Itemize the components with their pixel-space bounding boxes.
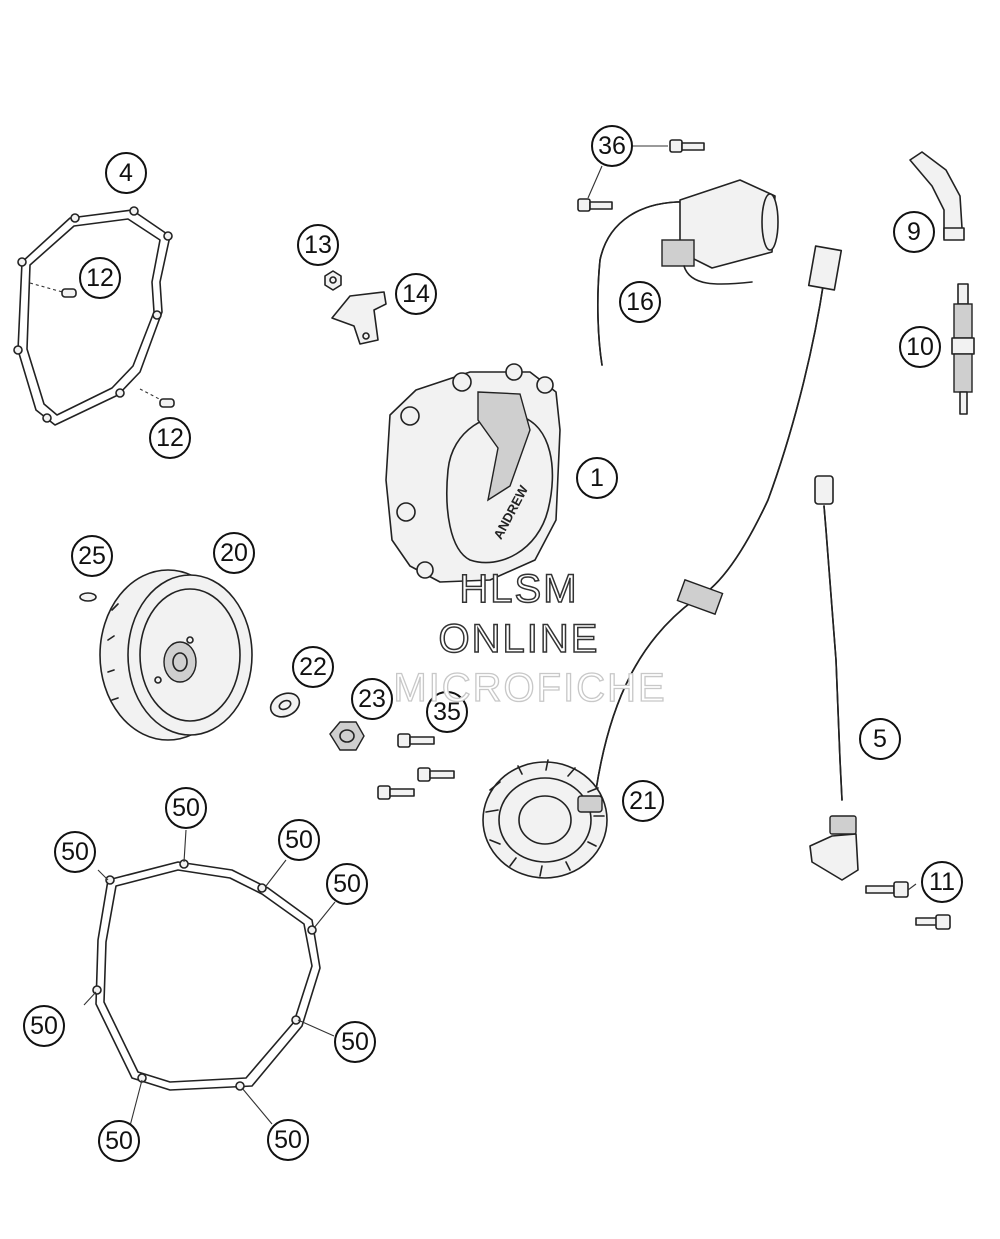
svg-text:50: 50 bbox=[61, 838, 89, 866]
callout-35: 35 bbox=[426, 691, 468, 733]
spark-plug-part-10 bbox=[951, 283, 975, 415]
pickup-cable-part-5 bbox=[809, 475, 859, 881]
callout-50-top: 50 bbox=[165, 787, 207, 829]
washer-part-22 bbox=[269, 692, 301, 718]
callout-21: 21 bbox=[622, 780, 664, 822]
svg-text:4: 4 bbox=[119, 159, 133, 187]
callout-16: 16 bbox=[619, 281, 661, 323]
svg-text:10: 10 bbox=[906, 333, 934, 361]
leader-lines bbox=[83, 145, 917, 1127]
svg-text:20: 20 bbox=[220, 539, 248, 567]
callout-14: 14 bbox=[395, 273, 437, 315]
watermark-line-2: ONLINE bbox=[439, 617, 600, 661]
svg-text:1: 1 bbox=[590, 464, 604, 492]
watermark-line-3: MICROFICHE bbox=[393, 666, 666, 710]
callout-5: 5 bbox=[859, 718, 901, 760]
callout-12-upper: 12 bbox=[79, 257, 121, 299]
stator-screw-part-35-c bbox=[377, 785, 415, 800]
screw-part-36-right bbox=[669, 139, 705, 153]
callout-4: 4 bbox=[105, 152, 147, 194]
svg-text:50: 50 bbox=[333, 870, 361, 898]
svg-text:50: 50 bbox=[341, 1028, 369, 1056]
svg-text:50: 50 bbox=[274, 1126, 302, 1154]
svg-text:22: 22 bbox=[299, 653, 327, 681]
pickup-screw-part-11-a bbox=[865, 881, 909, 898]
callout-9: 9 bbox=[893, 211, 935, 253]
stator-part-21 bbox=[482, 759, 608, 879]
callout-1: 1 bbox=[576, 457, 618, 499]
svg-text:12: 12 bbox=[86, 264, 114, 292]
cover-gasket-bottom bbox=[92, 859, 321, 1091]
nut-part-13 bbox=[324, 270, 342, 291]
svg-text:14: 14 bbox=[402, 280, 430, 308]
callout-25: 25 bbox=[71, 535, 113, 577]
svg-text:23: 23 bbox=[358, 685, 386, 713]
callout-50-right-lower: 50 bbox=[334, 1021, 376, 1063]
svg-text:50: 50 bbox=[30, 1012, 58, 1040]
watermark: HLSM ONLINE MICROFICHE bbox=[393, 566, 666, 710]
svg-text:13: 13 bbox=[304, 231, 332, 259]
pickup-screw-part-11-b bbox=[915, 914, 951, 930]
callout-13: 13 bbox=[297, 224, 339, 266]
callout-50-left: 50 bbox=[23, 1005, 65, 1047]
dowel-pin-part-12-upper bbox=[29, 282, 77, 298]
callout-50-bottom-right: 50 bbox=[267, 1119, 309, 1161]
ignition-coil-part-16 bbox=[597, 179, 779, 366]
callout-11: 11 bbox=[921, 861, 963, 903]
callout-50-bottom-left: 50 bbox=[98, 1120, 140, 1162]
woodruff-key-part-25 bbox=[79, 592, 97, 602]
ignition-cover-gasket-part-4 bbox=[13, 206, 173, 426]
callout-12-lower: 12 bbox=[149, 417, 191, 459]
cable-bracket-part-14 bbox=[331, 291, 387, 345]
stator-screw-part-35-b bbox=[417, 767, 455, 782]
svg-text:25: 25 bbox=[78, 542, 106, 570]
svg-text:21: 21 bbox=[629, 787, 657, 815]
dowel-pin-part-12-lower bbox=[139, 388, 175, 408]
svg-text:5: 5 bbox=[873, 725, 887, 753]
callout-50-top-right: 50 bbox=[278, 819, 320, 861]
flywheel-nut-part-23 bbox=[329, 721, 365, 751]
svg-text:16: 16 bbox=[626, 288, 654, 316]
svg-text:35: 35 bbox=[433, 698, 461, 726]
svg-text:12: 12 bbox=[156, 424, 184, 452]
svg-text:11: 11 bbox=[929, 868, 955, 896]
svg-text:50: 50 bbox=[172, 794, 200, 822]
callout-50-right-upper: 50 bbox=[326, 863, 368, 905]
callout-10: 10 bbox=[899, 326, 941, 368]
svg-text:9: 9 bbox=[907, 218, 921, 246]
watermark-line-1: HLSM bbox=[459, 567, 578, 611]
svg-text:36: 36 bbox=[598, 132, 626, 160]
callout-36: 36 bbox=[591, 125, 633, 167]
stator-cable bbox=[595, 245, 843, 791]
svg-text:50: 50 bbox=[285, 826, 313, 854]
flywheel-part-20 bbox=[99, 569, 253, 741]
stator-screw-part-35-a bbox=[397, 733, 435, 748]
svg-text:50: 50 bbox=[105, 1127, 133, 1155]
ignition-cover-part-1: ANDREW bbox=[385, 363, 561, 583]
spark-plug-cap-part-9 bbox=[909, 151, 965, 241]
callout-23: 23 bbox=[351, 678, 393, 720]
screw-part-36-left bbox=[577, 198, 613, 212]
callout-22: 22 bbox=[292, 646, 334, 688]
callout-50-top-left: 50 bbox=[54, 831, 96, 873]
callout-20: 20 bbox=[213, 532, 255, 574]
